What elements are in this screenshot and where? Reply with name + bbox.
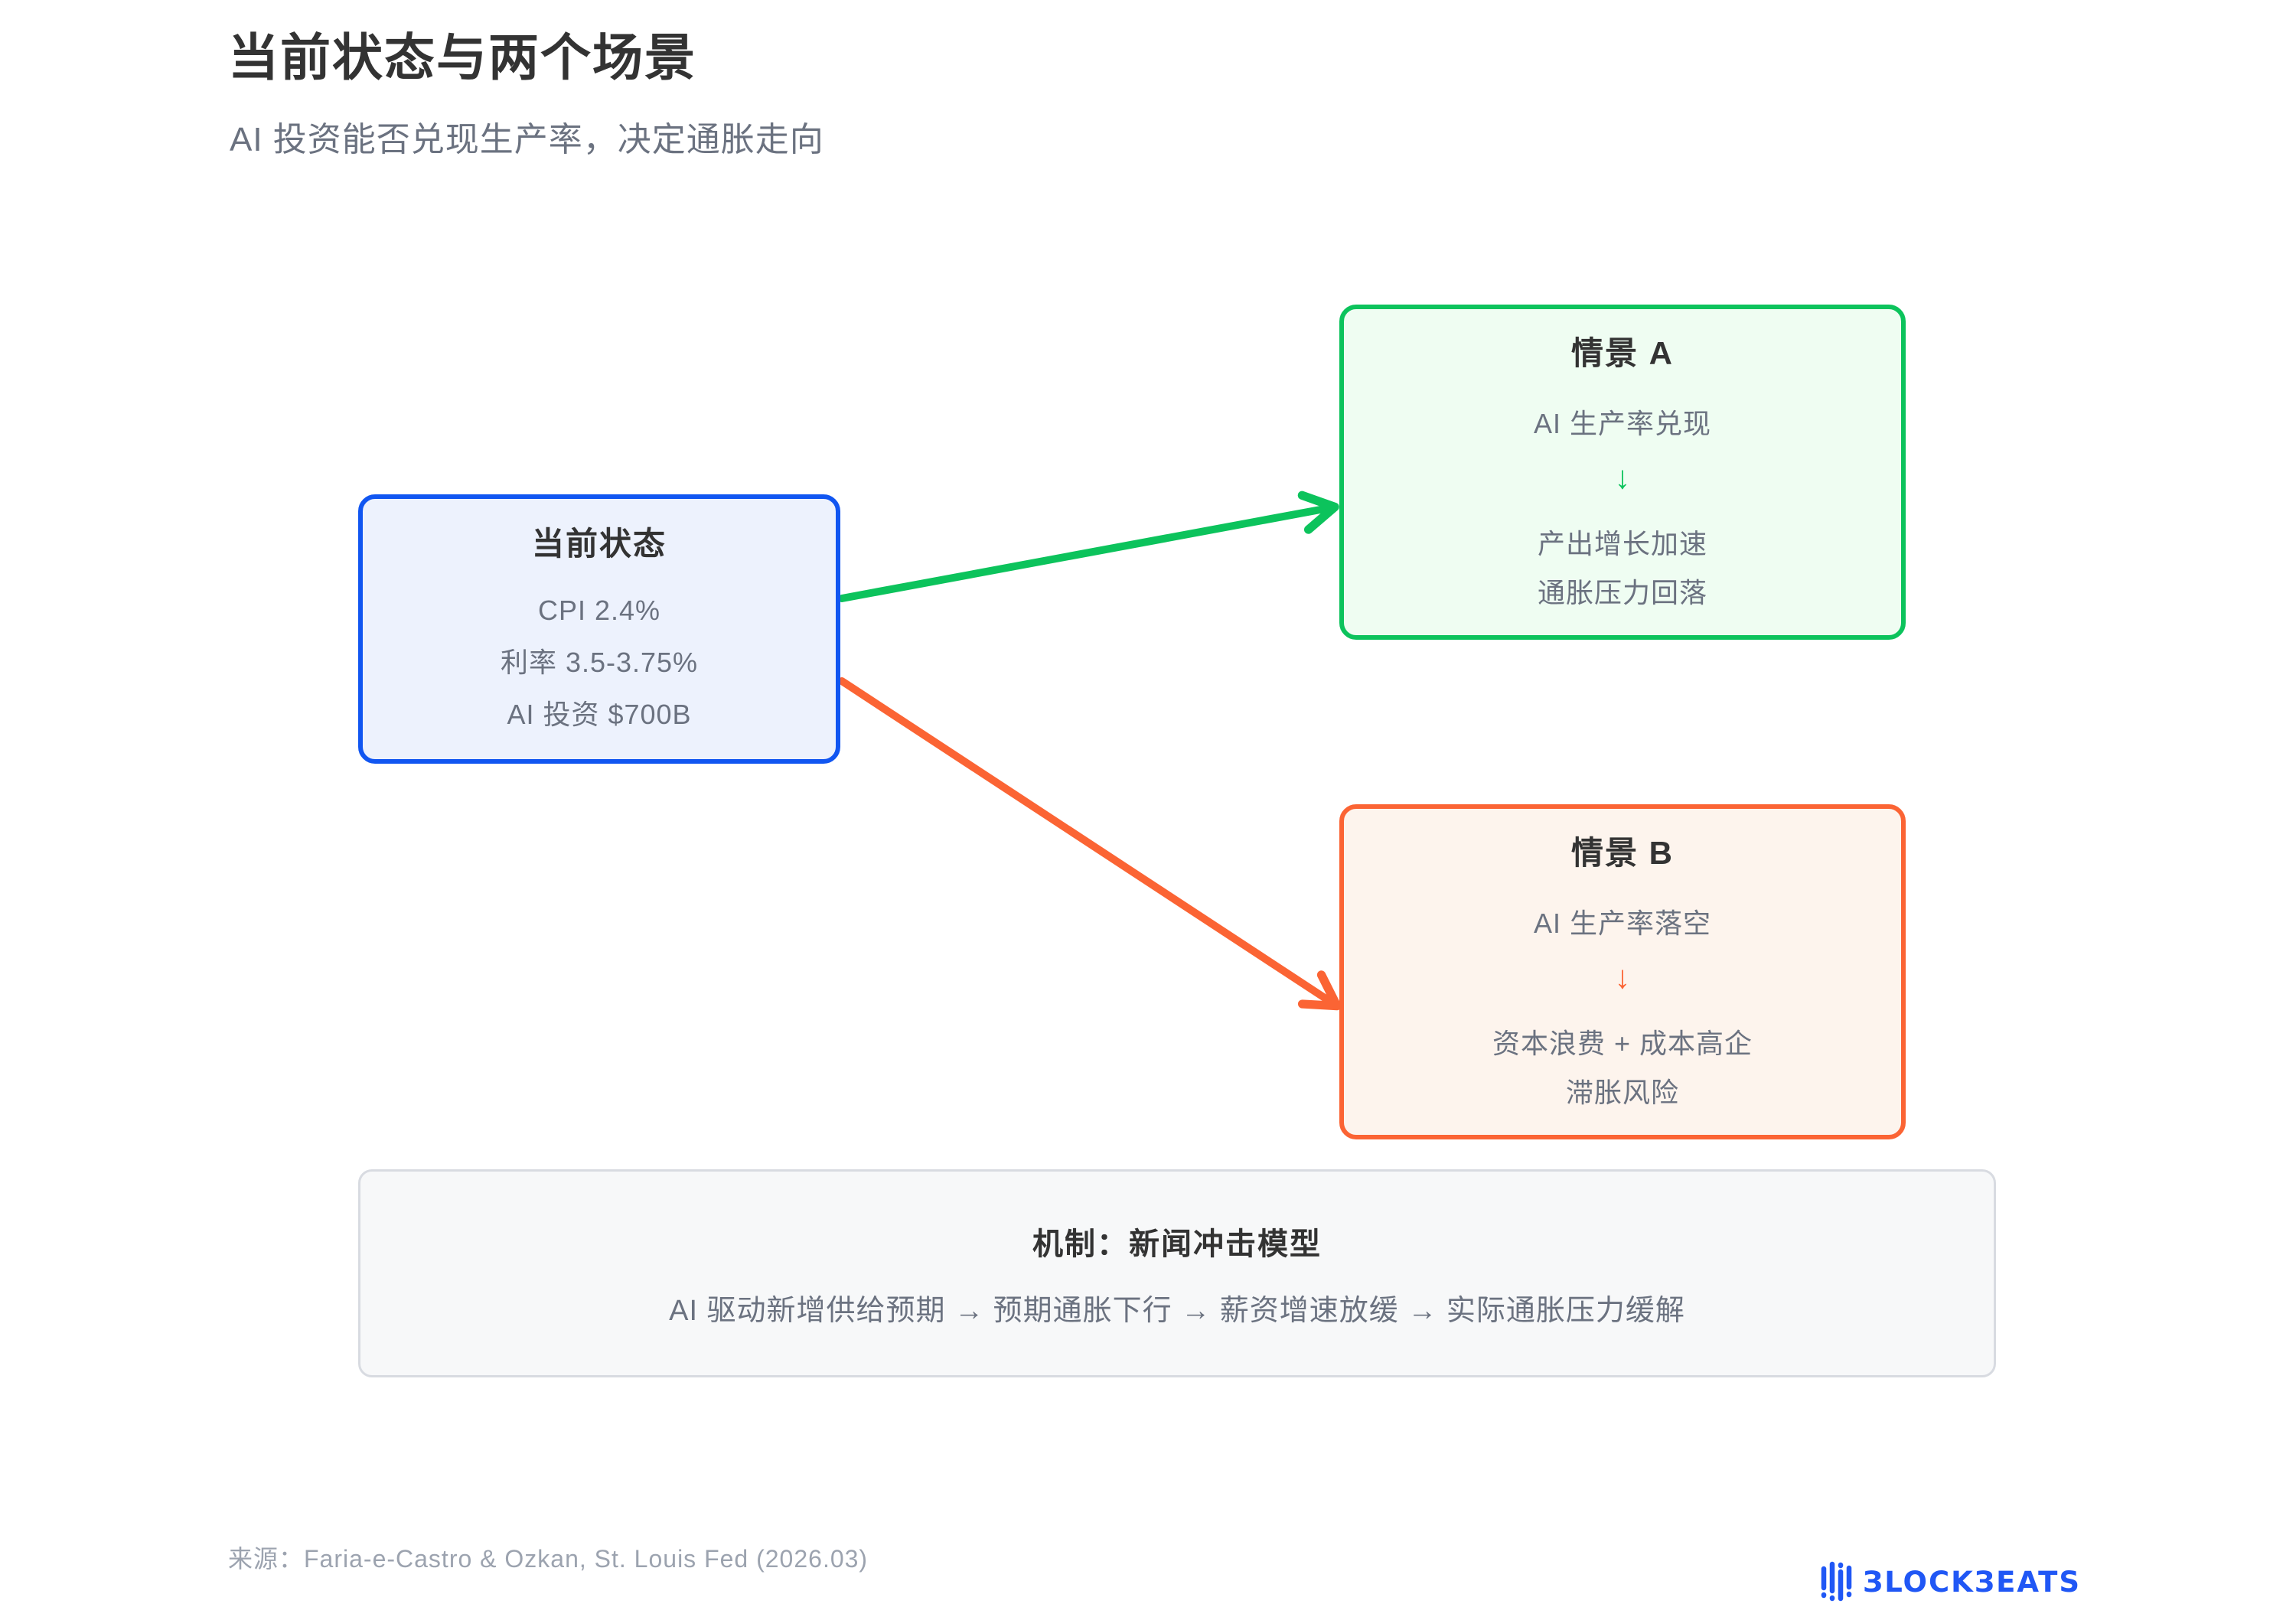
scenario-b-outcome: 资本浪费 + 成本高企 [1492,1027,1753,1059]
scenario-b-condition: AI 生产率落空 [1533,907,1712,939]
current-state-ai-investment: AI 投资 $700B [507,698,692,730]
scenario-a-box: 情景 A AI 生产率兑现 ↓ 产出增长加速 通胀压力回落 [1339,305,1906,640]
current-state-box: 当前状态 CPI 2.4% 利率 3.5-3.75% AI 投资 $700B [358,494,840,764]
scenario-a-outcome: 产出增长加速 [1537,527,1707,559]
arrow-to-scenario-a [838,491,1339,602]
current-state-rate: 利率 3.5-3.75% [500,646,699,678]
blockbeats-logo: ЗLOCKЗEATS [1820,1560,2081,1604]
down-arrow-icon: ↓ [1614,958,1631,995]
arrow-to-scenario-b [838,677,1342,1011]
source-note: 来源：Faria-e-Castro & Ozkan, St. Louis Fed… [228,1545,869,1573]
scenario-b-title: 情景 B [1570,834,1674,871]
page-subtitle: AI 投资能否兑现生产率，决定通胀走向 [230,121,824,158]
current-state-title: 当前状态 [531,525,667,562]
scenario-a-outcome: 通胀压力回落 [1537,576,1707,608]
blockbeats-logo-text: ЗLOCKЗEATS [1863,1565,2082,1599]
blockbeats-logo-icon [1821,1561,1852,1602]
down-arrow-icon: ↓ [1614,458,1631,495]
scenario-b-box: 情景 B AI 生产率落空 ↓ 资本浪费 + 成本高企 滞胀风险 [1339,804,1906,1139]
mechanism-title: 机制：新闻冲击模型 [1032,1227,1322,1261]
scenario-a-condition: AI 生产率兑现 [1533,407,1712,439]
mechanism-box: 机制：新闻冲击模型 AI 驱动新增供给预期 → 预期通胀下行 → 薪资增速放缓 … [358,1169,1996,1377]
page-title: 当前状态与两个场景 [228,29,696,86]
scenario-a-title: 情景 A [1570,334,1674,371]
scenario-b-outcome: 滞胀风险 [1565,1076,1679,1108]
mechanism-flow: AI 驱动新增供给预期 → 预期通胀下行 → 薪资增速放缓 → 实际通胀压力缓解 [669,1294,1685,1327]
current-state-cpi: CPI 2.4% [537,594,661,626]
